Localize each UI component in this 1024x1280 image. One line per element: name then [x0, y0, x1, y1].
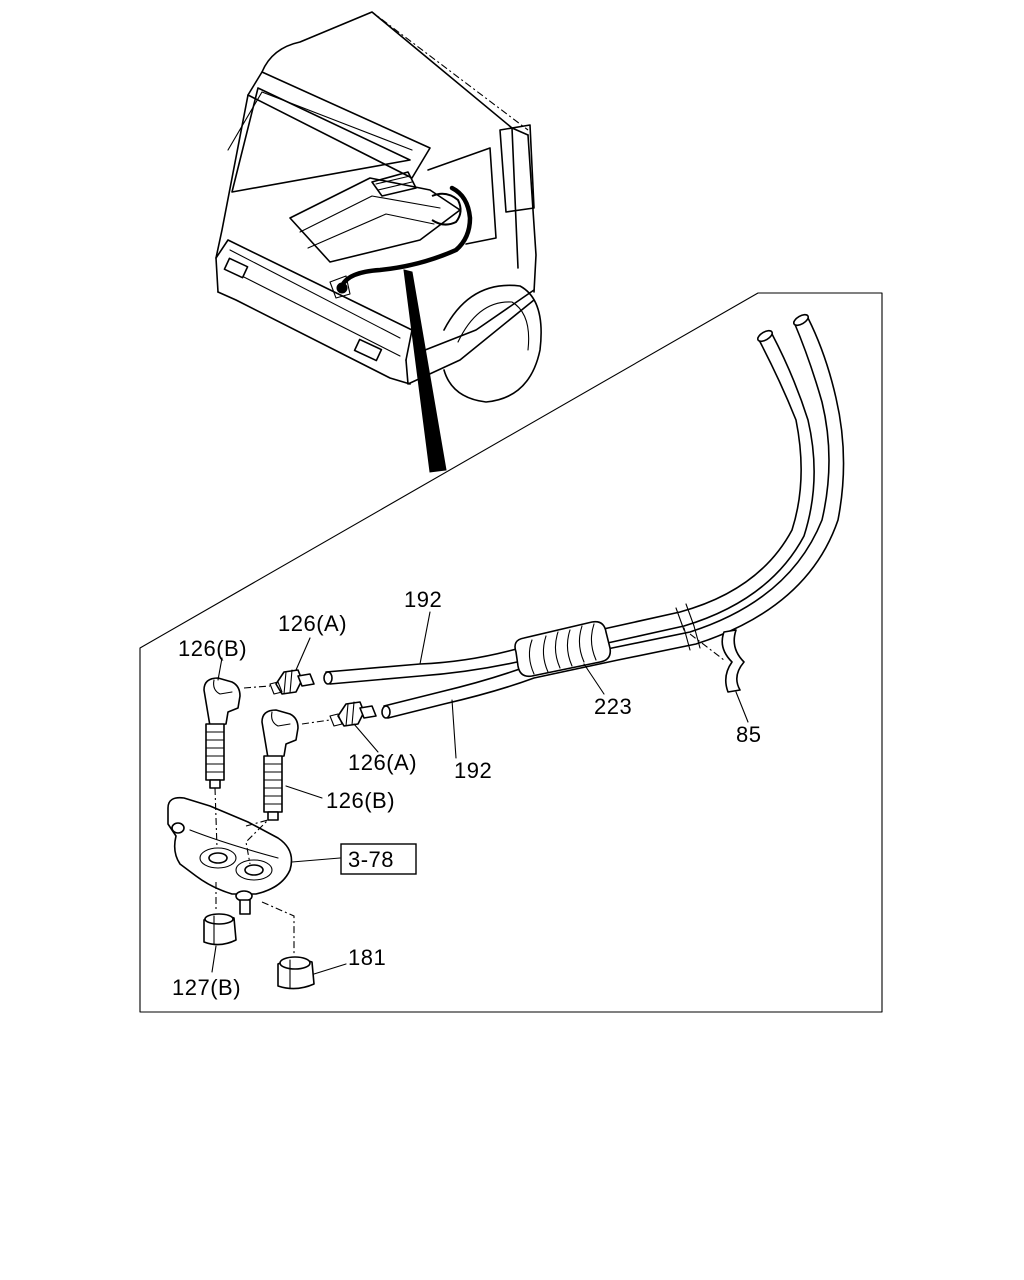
nut-181 — [277, 956, 315, 990]
label-fitting-126a-upper: 126(A) — [278, 611, 347, 636]
label-nut-127b: 127(B) — [172, 975, 241, 1000]
nut-127b — [203, 913, 237, 946]
label-nut-181: 181 — [348, 945, 386, 970]
detail-frame — [139, 292, 883, 1013]
callout-leaders — [211, 611, 749, 975]
ref-box-3-78 — [340, 843, 417, 875]
grommet-223 — [514, 620, 612, 678]
fitting-126a-upper — [243, 669, 315, 695]
nozzle-bracket — [167, 787, 341, 956]
label-ref-3-78[interactable]: 3-78 — [348, 847, 394, 872]
label-hose-192-lower: 192 — [454, 758, 492, 783]
label-grommet-223: 223 — [594, 694, 632, 719]
label-fitting-126a-lower: 126(A) — [348, 750, 417, 775]
fitting-126a-lower — [301, 701, 377, 727]
label-elbow-126b-upper: 126(B) — [178, 636, 247, 661]
washer-hose-192 — [323, 313, 845, 719]
elbow-126b-lower — [261, 709, 299, 821]
label-clip-85: 85 — [736, 722, 761, 747]
truck-cab-illustration — [215, 11, 542, 473]
label-elbow-126b-lower: 126(B) — [326, 788, 395, 813]
label-hose-192-upper: 192 — [404, 587, 442, 612]
clip-85 — [689, 629, 745, 693]
elbow-126b-upper — [203, 677, 241, 789]
